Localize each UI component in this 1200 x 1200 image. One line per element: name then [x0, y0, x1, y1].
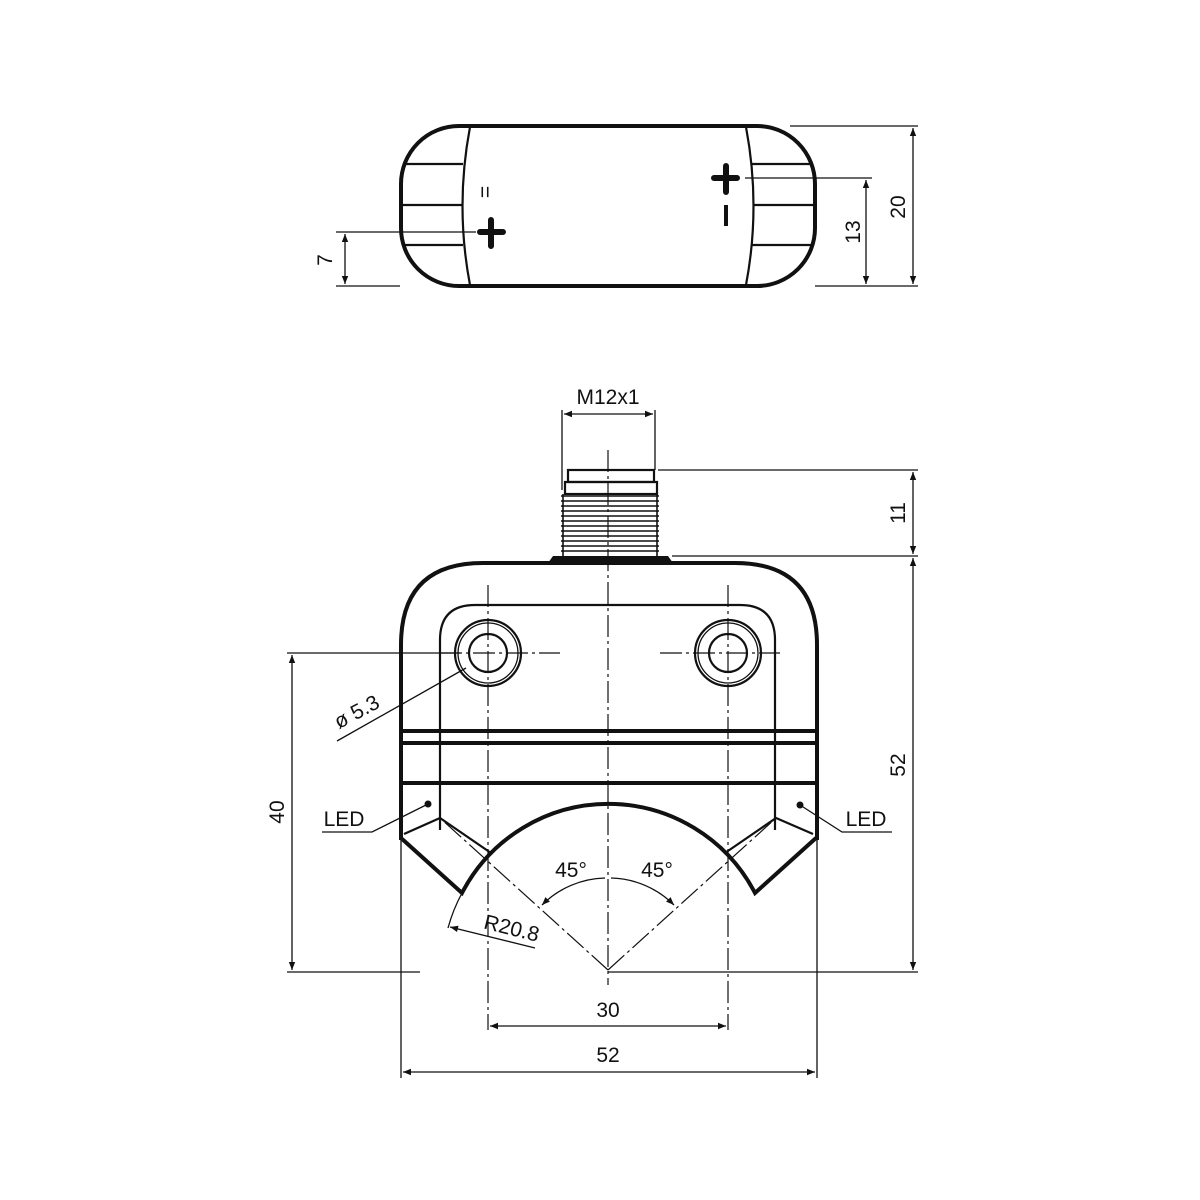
hole-diameter-leader [336, 667, 467, 742]
center-lines [440, 450, 780, 1030]
connector-thread [561, 494, 659, 556]
plus-symbol-left [477, 217, 506, 249]
dim-11-label: 11 [887, 502, 910, 524]
connector-cap [566, 468, 656, 484]
thread-dim-extension [561, 410, 656, 490]
m12-connector [548, 468, 673, 563]
top-view: = 7 13 20 [314, 124, 918, 288]
angle-left-label: 45° [555, 859, 587, 882]
dim-52-width-label: 52 [596, 1044, 619, 1067]
hole-diameter-label: ø 5.3 [330, 691, 383, 734]
housing-band [401, 729, 817, 785]
front-view: 45° 45° R20.8 ø 5.3 LED LED M12x1 11 52 … [266, 386, 918, 1078]
radius-label: R20.8 [482, 911, 542, 947]
angle-right-label: 45° [641, 859, 673, 882]
dim-20-label: 20 [887, 195, 910, 218]
housing-outline [399, 561, 819, 840]
dim-7-label: 7 [314, 254, 337, 266]
led-leader-right [799, 804, 892, 833]
dim-13-label: 13 [842, 220, 865, 243]
led-label-left: LED [324, 808, 365, 831]
plus-symbol-right [711, 163, 740, 195]
dim-7-extension [336, 231, 476, 287]
angle-arc-right [610, 877, 675, 906]
radius-leader [449, 925, 536, 949]
top-view-body-edges [461, 126, 755, 286]
housing-inner-outline [438, 603, 777, 830]
dim-30-label: 30 [596, 999, 619, 1022]
thread-line [561, 494, 659, 556]
width-dim-extension [400, 840, 818, 1078]
top-view-grip-lines [403, 162, 813, 247]
vertical-dim-extensions [287, 469, 918, 973]
angle-center-lines [439, 817, 777, 971]
radius-extension [447, 892, 463, 929]
v-notch-arc [399, 801, 818, 897]
angle-arc-left [541, 877, 606, 906]
equals-symbol: = [474, 186, 497, 198]
top-view-outline [399, 124, 817, 288]
connector-collar [563, 480, 659, 496]
led-leader-left [322, 803, 429, 833]
thread-label: M12x1 [576, 386, 639, 409]
led-label-right: LED [846, 808, 887, 831]
dim-52-height-label: 52 [887, 753, 910, 776]
dim-13-20-extension [745, 125, 918, 287]
dim-40-label: 40 [266, 800, 289, 823]
